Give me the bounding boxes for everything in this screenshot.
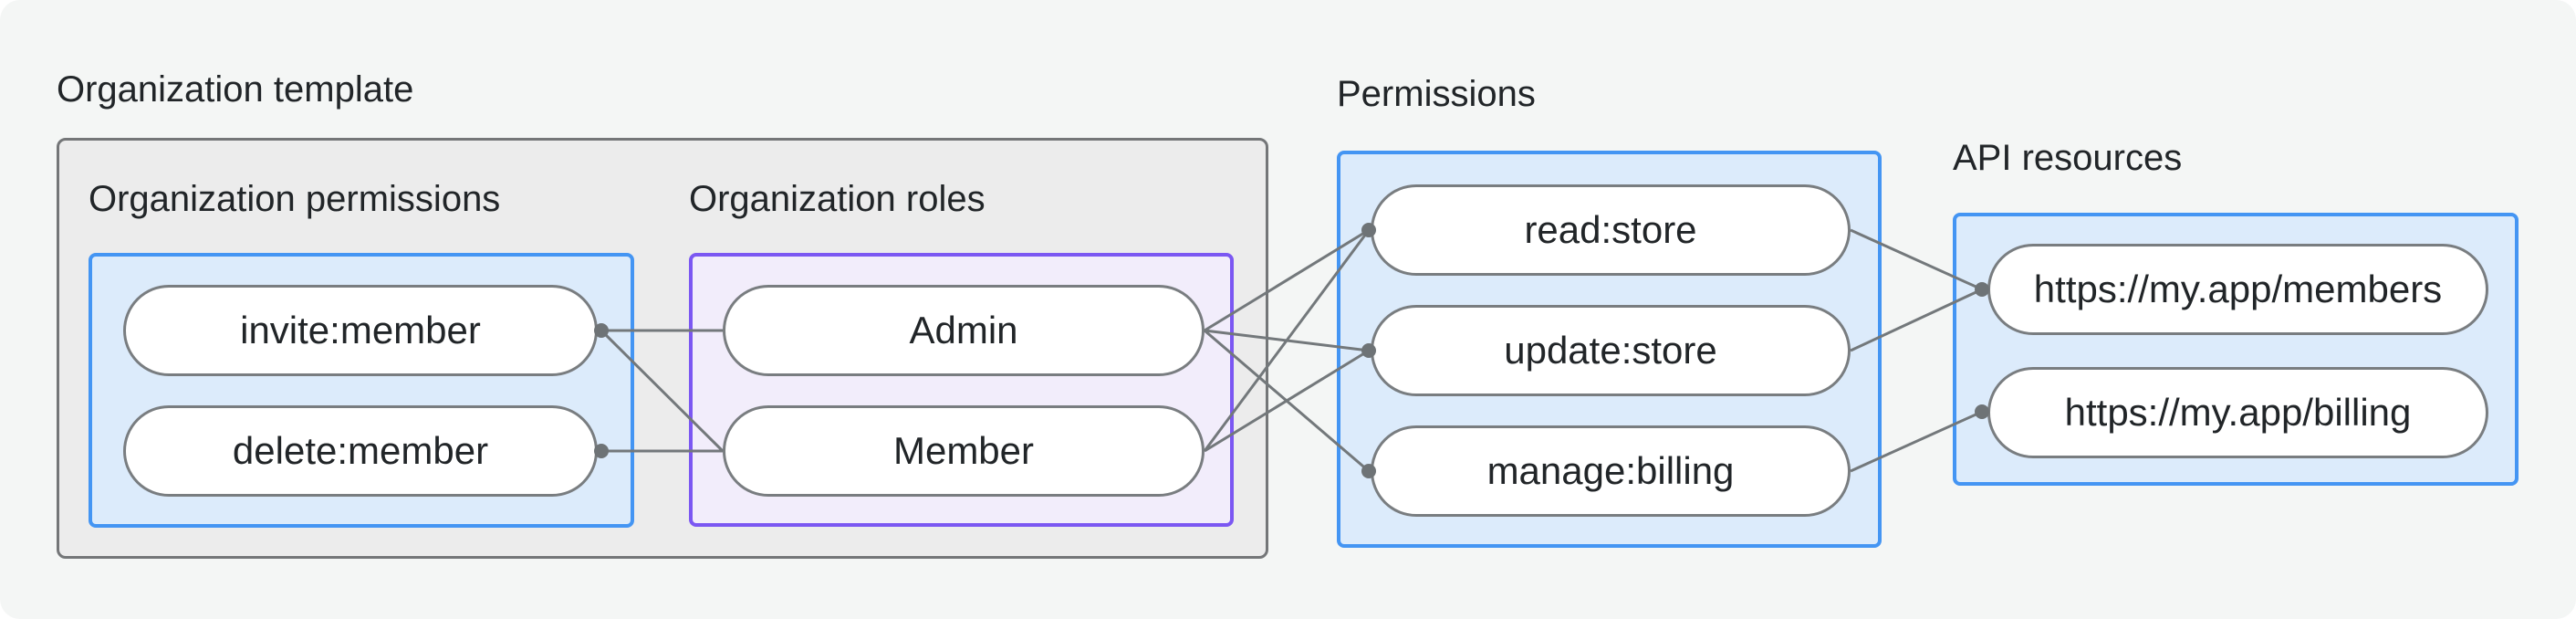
- api-resources-label: API resources: [1953, 138, 2183, 178]
- node-invite-member: invite:member: [123, 285, 598, 376]
- organization-roles-label: Organization roles: [689, 179, 986, 219]
- node-delete-member: delete:member: [123, 405, 598, 497]
- node-read-store: read:store: [1371, 184, 1851, 276]
- node-api-members: https://my.app/members: [1987, 244, 2488, 335]
- node-api-billing: https://my.app/billing: [1987, 367, 2488, 458]
- node-member-role: Member: [723, 405, 1205, 497]
- node-manage-billing: manage:billing: [1371, 425, 1851, 517]
- permissions-label: Permissions: [1337, 74, 1536, 114]
- organization-permissions-label: Organization permissions: [89, 179, 501, 219]
- node-update-store: update:store: [1371, 305, 1851, 396]
- node-admin-role: Admin: [723, 285, 1205, 376]
- organization-template-label: Organization template: [57, 69, 414, 110]
